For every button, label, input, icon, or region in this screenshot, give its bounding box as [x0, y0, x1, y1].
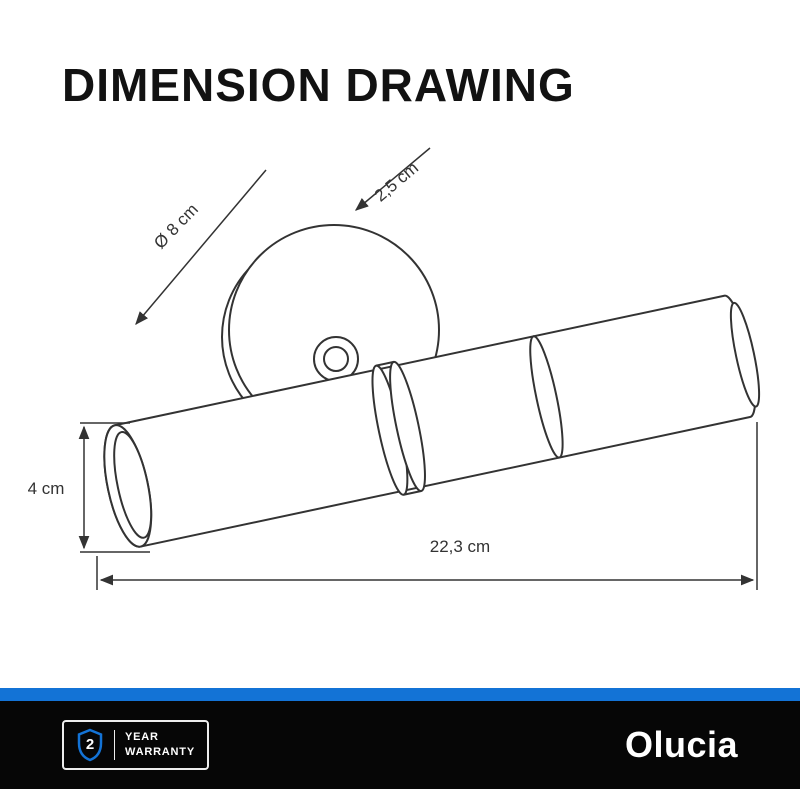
- lamp-tube: [103, 294, 761, 548]
- tube-right-cap: [729, 301, 761, 408]
- lamp-drawing-svg: Ø 8 cm 2,5 cm 4 cm 22,3 cm: [28, 147, 761, 590]
- page-title: DIMENSION DRAWING: [62, 59, 575, 111]
- brand-logo: Olucia: [624, 724, 738, 765]
- height-label: 4 cm: [28, 479, 65, 498]
- tube-seam: [529, 335, 564, 459]
- depth-dimension: [354, 147, 431, 211]
- length-dimension: [96, 422, 758, 590]
- warranty-years: 2: [85, 735, 95, 753]
- height-dimension: [78, 422, 150, 553]
- shield-icon: 2: [76, 728, 104, 762]
- warranty-line2: WARRANTY: [125, 746, 195, 758]
- warranty-badge: 2 YEAR WARRANTY: [62, 720, 209, 770]
- tube-center-ring: [371, 360, 426, 496]
- accent-stripe: [0, 688, 800, 701]
- diameter-dimension: [135, 169, 267, 326]
- dimension-drawing: Ø 8 cm 2,5 cm 4 cm 22,3 cm: [0, 140, 800, 670]
- diameter-label: Ø 8 cm: [150, 200, 202, 253]
- depth-label: 2,5 cm: [371, 158, 422, 205]
- footer-band: 2 YEAR WARRANTY Olucia: [0, 701, 800, 789]
- badge-divider: [114, 730, 115, 760]
- mount-hub-inner: [323, 346, 349, 372]
- warranty-text: YEAR WARRANTY: [125, 730, 195, 760]
- length-label: 22,3 cm: [430, 537, 490, 556]
- tube-left-cap-inner: [113, 430, 153, 539]
- warranty-line1: YEAR: [125, 731, 159, 744]
